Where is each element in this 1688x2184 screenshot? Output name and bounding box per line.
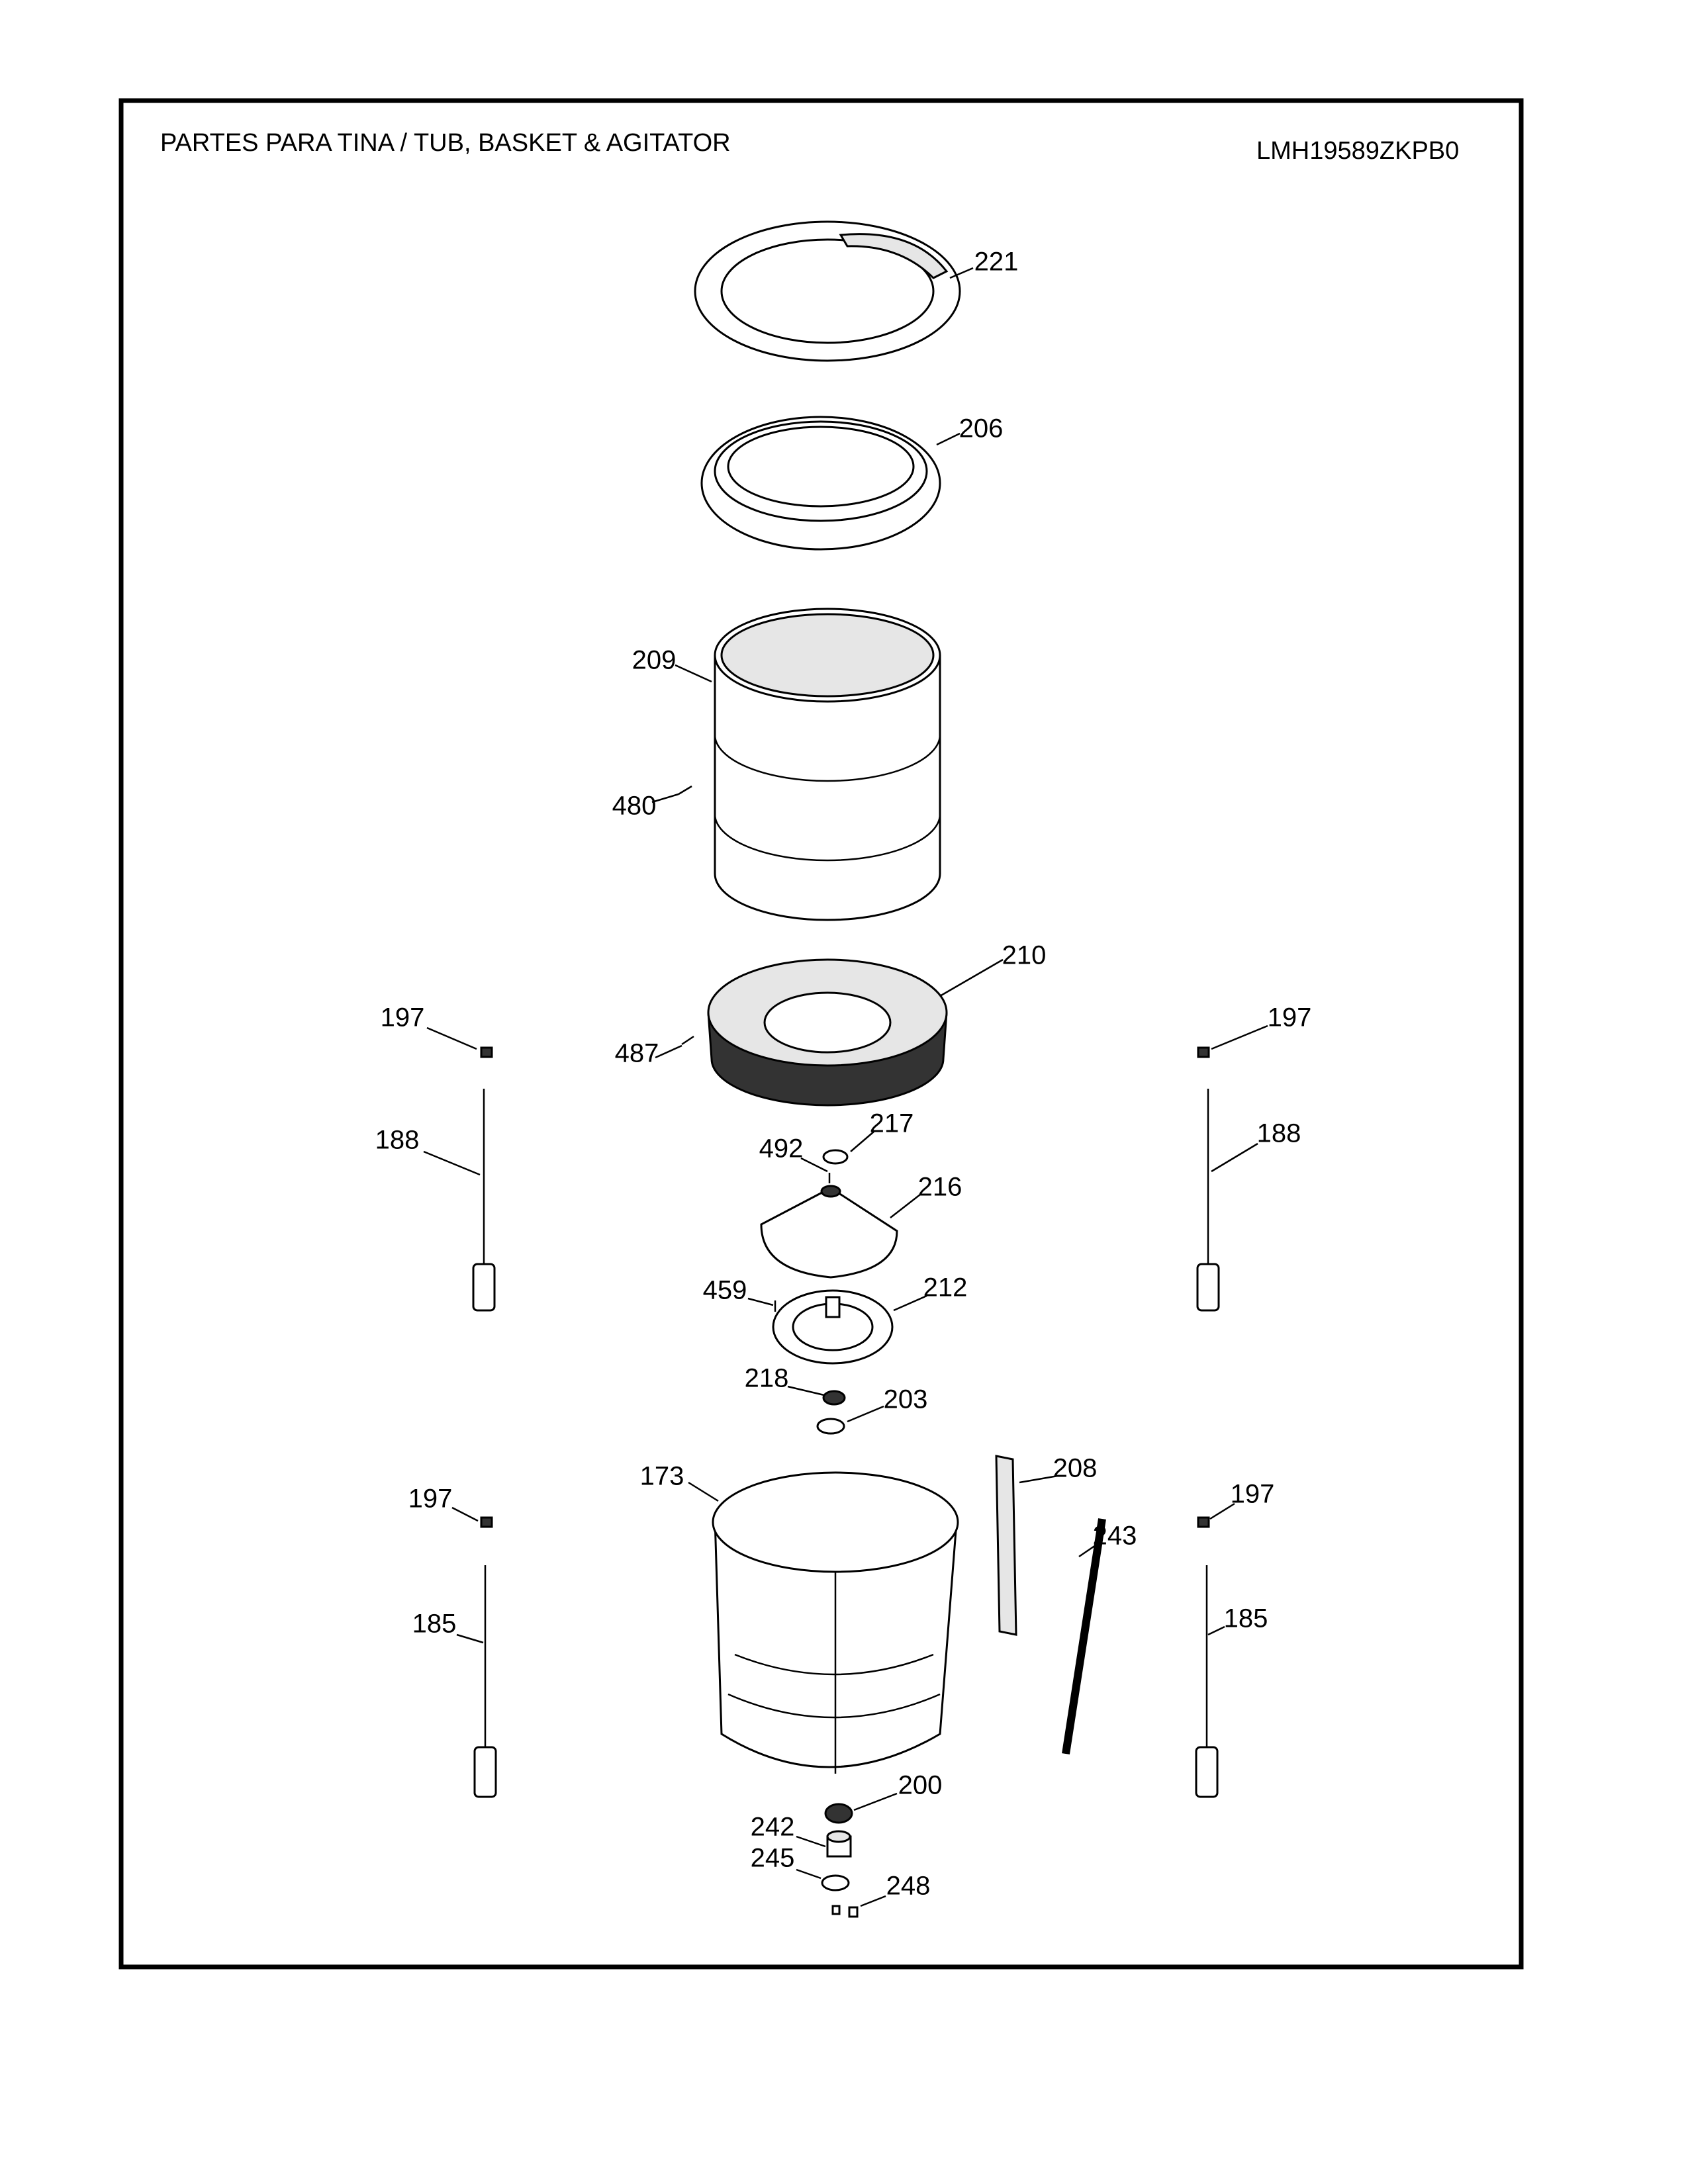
callout-188-right[interactable]: 188 bbox=[1257, 1119, 1301, 1148]
part-197-cap-lower-right[interactable] bbox=[1197, 1516, 1210, 1528]
part-200-seal[interactable] bbox=[824, 1803, 853, 1824]
part-185-rod-left[interactable] bbox=[473, 1565, 497, 1798]
callout-242[interactable]: 242 bbox=[751, 1813, 795, 1842]
part-210-basket-base[interactable] bbox=[707, 958, 948, 1107]
part-218-nut[interactable] bbox=[822, 1390, 846, 1406]
callout-173[interactable]: 173 bbox=[640, 1462, 684, 1491]
callout-492[interactable]: 492 bbox=[759, 1134, 804, 1163]
callout-480[interactable]: 480 bbox=[612, 792, 657, 821]
callout-197-upper-right[interactable]: 197 bbox=[1268, 1003, 1312, 1032]
callout-197-lower-right[interactable]: 197 bbox=[1231, 1480, 1275, 1509]
part-188-rod-left[interactable] bbox=[472, 1089, 496, 1312]
part-248-clips[interactable] bbox=[831, 1905, 859, 1918]
diagram-frame bbox=[118, 98, 1524, 1970]
part-206-balance-ring[interactable] bbox=[700, 416, 941, 551]
callout-210[interactable]: 210 bbox=[1002, 941, 1047, 970]
callout-218[interactable]: 218 bbox=[745, 1364, 789, 1393]
callout-203[interactable]: 203 bbox=[884, 1385, 928, 1414]
callout-208[interactable]: 208 bbox=[1053, 1454, 1098, 1483]
part-212-hub[interactable] bbox=[772, 1289, 894, 1365]
part-480-screw[interactable] bbox=[678, 785, 692, 796]
callout-243[interactable]: 243 bbox=[1093, 1522, 1137, 1551]
leader-lines bbox=[423, 267, 1268, 1907]
part-245-ring[interactable] bbox=[821, 1874, 850, 1891]
callout-248[interactable]: 248 bbox=[886, 1872, 931, 1901]
callout-188-left[interactable]: 188 bbox=[375, 1126, 420, 1155]
part-197-cap-lower-left[interactable] bbox=[480, 1516, 493, 1528]
callout-197-upper-left[interactable]: 197 bbox=[381, 1003, 425, 1032]
part-216-impeller[interactable] bbox=[760, 1185, 898, 1279]
part-173-outer-tub[interactable] bbox=[712, 1471, 959, 1774]
part-197-cap-upper-right[interactable] bbox=[1197, 1046, 1210, 1058]
callout-212[interactable]: 212 bbox=[923, 1273, 968, 1302]
callout-197-lower-left[interactable]: 197 bbox=[408, 1484, 453, 1514]
callout-217[interactable]: 217 bbox=[870, 1109, 914, 1138]
callout-209[interactable]: 209 bbox=[632, 646, 677, 675]
callout-459[interactable]: 459 bbox=[703, 1276, 747, 1305]
part-197-cap-upper-left[interactable] bbox=[480, 1046, 493, 1058]
part-242-bearing[interactable] bbox=[826, 1830, 852, 1858]
diagram-title: PARTES PARA TINA / TUB, BASKET & AGITATO… bbox=[160, 129, 731, 157]
callout-221[interactable]: 221 bbox=[974, 248, 1019, 277]
callout-216[interactable]: 216 bbox=[918, 1173, 962, 1202]
model-number: LMH19589ZKPB0 bbox=[1256, 137, 1459, 165]
part-209-basket[interactable] bbox=[714, 608, 941, 921]
callout-245[interactable]: 245 bbox=[751, 1844, 795, 1873]
part-203-washer[interactable] bbox=[816, 1418, 845, 1435]
part-185-rod-right[interactable] bbox=[1195, 1565, 1219, 1798]
callout-185-right[interactable]: 185 bbox=[1224, 1604, 1268, 1633]
callout-206[interactable]: 206 bbox=[959, 414, 1004, 443]
part-221-tub-cover[interactable] bbox=[694, 220, 961, 362]
part-243-hose[interactable] bbox=[1062, 1518, 1106, 1754]
part-188-rod-right[interactable] bbox=[1196, 1089, 1220, 1312]
callout-487[interactable]: 487 bbox=[615, 1039, 659, 1068]
part-487-screw[interactable] bbox=[681, 1035, 694, 1046]
part-217-cap[interactable] bbox=[822, 1149, 849, 1165]
part-208-strip[interactable] bbox=[995, 1455, 1017, 1636]
callout-200[interactable]: 200 bbox=[898, 1771, 943, 1800]
callout-185-left[interactable]: 185 bbox=[412, 1610, 457, 1639]
